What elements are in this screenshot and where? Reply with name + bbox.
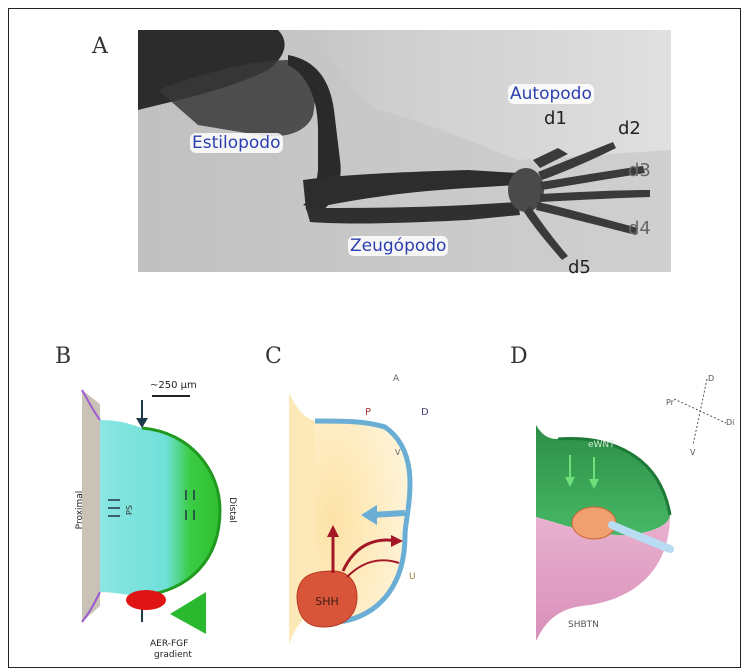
panel-b-diagram: ~250 μm Proximal Distal PS AER-FGF gradi… (70, 360, 240, 660)
compass-top: D (708, 374, 714, 383)
ewnt-label: eWNT (588, 440, 615, 450)
c-label-d: D (421, 407, 429, 418)
zeugopod-label: Zeugópodo (348, 236, 448, 256)
ps-label: PS (125, 505, 134, 515)
digit-label-1: d1 (544, 108, 567, 129)
shbtn-label: SHBTN (568, 620, 599, 630)
panel-c-letter: C (265, 344, 282, 369)
shh-label: SHH (315, 595, 339, 608)
scale-label: ~250 μm (150, 380, 197, 391)
c-label-a: A (393, 374, 400, 384)
c-label-v: V (395, 448, 401, 457)
digit-label-3: d3 (628, 160, 651, 181)
digit-label-2: d2 (618, 118, 641, 139)
panel-b-letter: B (55, 344, 71, 369)
distal-label: Distal (227, 497, 237, 523)
panel-d-diagram: D Pr Di V eWNT SHBTN (530, 365, 735, 655)
panel-a-letter: A (92, 34, 108, 59)
c-label-p: P (365, 407, 371, 418)
autopod-label: Autopodo (508, 84, 594, 104)
digit-label-4: d4 (628, 218, 651, 239)
compass-bottom: V (690, 448, 696, 457)
panel-d-letter: D (510, 344, 528, 369)
c-label-u: U (409, 572, 416, 582)
compass-right: Di (726, 418, 734, 427)
gradient-label: gradient (154, 650, 192, 660)
stylopod-label: Estilopodo (190, 133, 283, 153)
proximal-label: Proximal (75, 491, 85, 530)
aer-fgf-label: AER-FGF (150, 639, 188, 649)
compass-left: Pr (666, 398, 675, 407)
panel-c-diagram: SHH A P D V U (285, 365, 465, 655)
digit-label-5: d5 (568, 257, 591, 278)
